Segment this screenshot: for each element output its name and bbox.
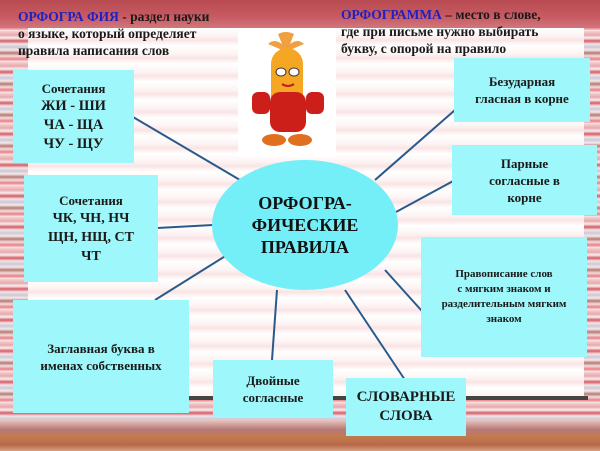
box-line: ЧУ - ЩУ <box>43 135 104 152</box>
box-line: именах собственных <box>40 357 162 373</box>
box-line: знаком <box>486 313 522 325</box>
box-line: Двойные <box>246 373 300 388</box>
orthography-definition: ОРФОГРА ФИЯ - раздел науки о языке, кото… <box>18 8 209 59</box>
box-line: Безударная <box>488 74 556 89</box>
rule-box-soft-sign: Правописание слов с мягким знаком и раздел… <box>421 237 587 357</box>
orthography-term: ОРФОГРА ФИЯ <box>18 9 119 24</box>
box-line: Сочетания <box>41 80 106 96</box>
center-label: ПРАВИЛА <box>260 237 350 257</box>
box-line: Парные <box>500 155 549 171</box>
orthogram-term: ОРФОГРАММА <box>341 7 442 22</box>
center-label: ФИЧЕСКИЕ <box>251 215 359 235</box>
rule-box-unstressed-vowel: Безударная гласная в корне <box>454 58 590 122</box>
box-line: ЧА - ЩА <box>43 116 104 133</box>
box-line: разделительным мягким <box>441 298 567 310</box>
rule-box-dictionary-words: СЛОВАРНЫЕ СЛОВА <box>346 378 466 436</box>
definition-text: – место в слове, <box>441 7 541 22</box>
box-line: гласная в корне <box>475 91 569 106</box>
box-line: Правописание слов <box>455 268 553 280</box>
box-line: Заглавная буква в <box>47 340 155 356</box>
top-band <box>0 0 600 28</box>
orthogram-definition: ОРФОГРАММА – место в слове, где при пись… <box>341 6 541 57</box>
definition-text: букву, с опорой на правило <box>341 41 507 56</box>
definition-text: - раздел науки <box>118 9 210 24</box>
box-line: ЧТ <box>81 248 101 264</box>
box-line: ЧК, ЧН, НЧ <box>52 210 130 226</box>
box-line: СЛОВА <box>379 408 433 424</box>
box-line: СЛОВАРНЫЕ <box>356 389 456 405</box>
rule-box-double-consonants: Двойные согласные <box>213 360 333 418</box>
box-line: корне <box>507 189 542 205</box>
definition-text: о языке, который определяет <box>18 26 197 41</box>
box-line: ЖИ - ШИ <box>41 97 106 114</box>
box-line: ЩН, НЩ, СТ <box>48 229 134 245</box>
carrot-mascot-icon <box>238 30 336 156</box>
box-line: согласные <box>242 390 304 405</box>
bottom-band <box>0 420 600 451</box>
definition-text: правила написания слов <box>18 43 170 58</box>
definition-text: где при письме нужно выбирать <box>341 24 539 39</box>
box-line: с мягким знаком и <box>457 283 551 295</box>
box-line: Сочетания <box>59 192 123 208</box>
box-line: согласные в <box>489 172 560 188</box>
center-label: ОРФОГРА- <box>258 193 352 213</box>
central-rules-node: ОРФОГРА- ФИЧЕСКИЕ ПРАВИЛА <box>212 160 398 290</box>
